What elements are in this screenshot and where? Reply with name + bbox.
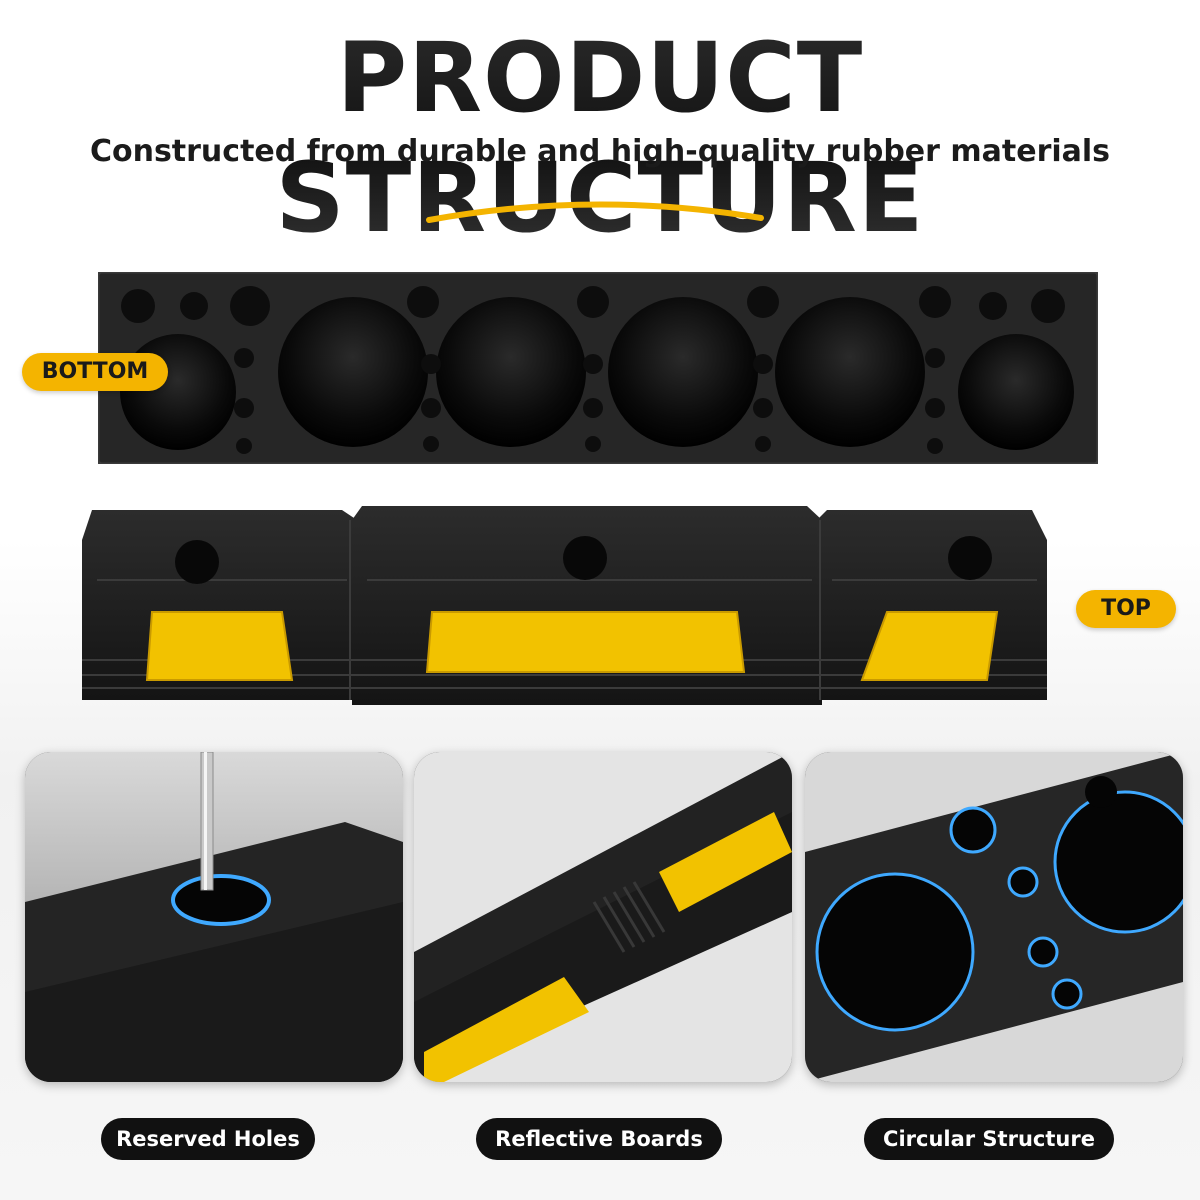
page-subtitle: Constructed from durable and high-qualit… (89, 134, 1111, 169)
circular-structure-illustration (805, 752, 1183, 1082)
detail-reserved-holes (25, 752, 403, 1082)
bottom-label: BOTTOM (22, 353, 168, 391)
page-title: PRODUCT STRUCTURE (0, 18, 1200, 258)
top-label: TOP (1076, 590, 1176, 628)
reflective-boards-illustration (414, 752, 792, 1082)
detail-reflective-boards (414, 752, 792, 1082)
wheel-stop-bottom-view (98, 272, 1098, 464)
feature-label-circular-structure: Circular Structure (864, 1118, 1114, 1160)
feature-label-reflective-boards: Reflective Boards (476, 1118, 722, 1160)
detail-circular-structure (805, 752, 1183, 1082)
reserved-holes-illustration (25, 752, 403, 1082)
feature-label-reserved-holes: Reserved Holes (101, 1118, 315, 1160)
accent-swoosh (426, 201, 764, 223)
wheel-stop-top-view (82, 506, 1047, 705)
